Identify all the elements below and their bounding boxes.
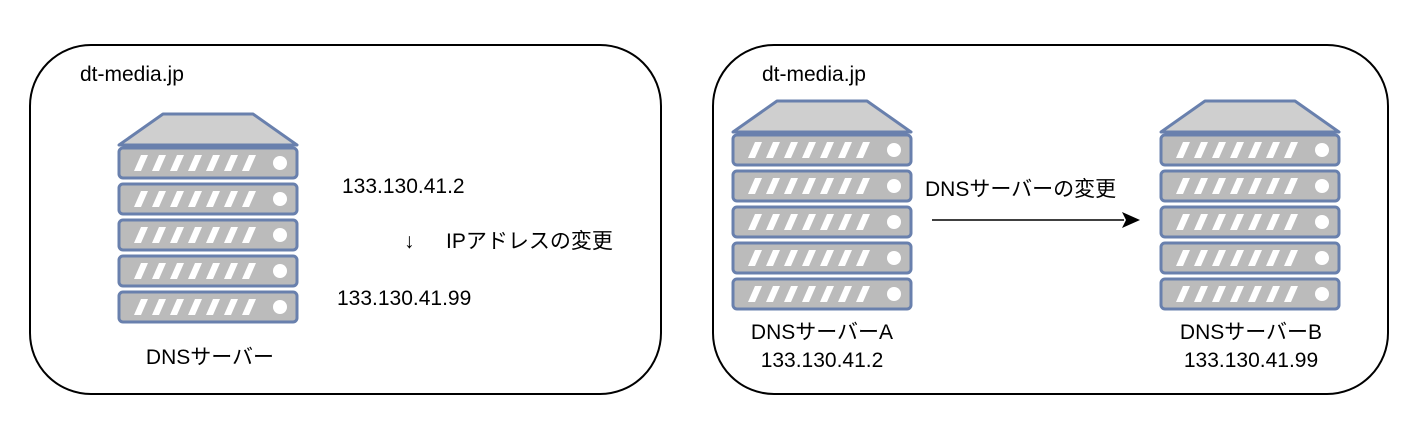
dns-change-label: DNSサーバーの変更 bbox=[925, 178, 1117, 201]
left-ip-after: 133.130.41.99 bbox=[337, 287, 472, 310]
arrow-right-icon bbox=[932, 212, 1140, 228]
server-a-label: DNSサーバーA bbox=[750, 321, 894, 344]
down-arrow-icon: ↓ bbox=[404, 230, 415, 253]
server-icon bbox=[1159, 99, 1341, 311]
left-server-label: DNSサーバー bbox=[145, 346, 275, 369]
ip-change-label: IPアドレスの変更 bbox=[446, 230, 613, 253]
right-domain-label: dt-media.jp bbox=[762, 63, 866, 86]
server-icon bbox=[731, 99, 913, 311]
server-a-ip: 133.130.41.2 bbox=[760, 349, 884, 372]
left-domain-label: dt-media.jp bbox=[80, 63, 184, 86]
server-icon bbox=[117, 112, 299, 324]
server-b-label: DNSサーバーB bbox=[1179, 321, 1323, 344]
left-ip-before: 133.130.41.2 bbox=[342, 175, 465, 198]
server-b-ip: 133.130.41.99 bbox=[1183, 349, 1319, 372]
